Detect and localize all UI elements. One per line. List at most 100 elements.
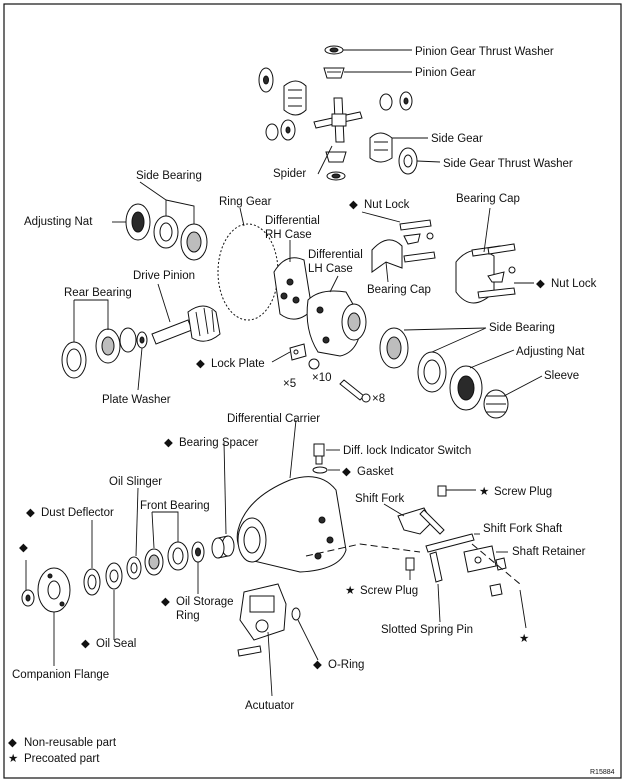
oil-slinger-part <box>126 556 142 580</box>
label-rear-bearing: Rear Bearing <box>64 287 132 299</box>
side-gear-thrust-washer-part <box>398 147 418 175</box>
legend: ◆ Non-reusable part ★ Precoated part <box>8 737 117 765</box>
symbol-precoated-retainer-bolt: ★ <box>519 633 529 645</box>
diagram-frame <box>3 3 622 779</box>
label-actuator: Acutuator <box>245 700 294 712</box>
actuator-bolt-part <box>237 645 262 657</box>
spider-part <box>313 97 363 143</box>
label-oil-seal: Oil Seal <box>96 638 136 650</box>
differential-carrier-part <box>236 476 347 573</box>
symbol-lock-plate: ◆ <box>196 358 206 370</box>
legend-precoated-text: Precoated part <box>24 753 100 765</box>
label-bearing-spacer: Bearing Spacer <box>179 437 258 449</box>
label-plate-washer: Plate Washer <box>102 394 171 406</box>
label-o-ring: O-Ring <box>328 659 364 671</box>
label-screw-plug-top: Screw Plug <box>494 486 552 498</box>
label-nut-lock-top: Nut Lock <box>364 199 410 211</box>
label-drive-pinion: Drive Pinion <box>133 270 195 282</box>
label-qty-x10: ×10 <box>312 372 332 384</box>
side-bearing-left-part <box>153 215 208 261</box>
side-bearing-right-part <box>379 327 447 393</box>
bolt-top-right-part <box>487 243 516 255</box>
symbol-screw-plug-top: ★ <box>479 486 489 498</box>
label-gasket: Gasket <box>357 466 394 478</box>
label-oil-storage-ring-line1: Oil Storage <box>176 596 234 608</box>
gasket-part <box>312 466 328 474</box>
o-ring-part <box>291 607 301 621</box>
label-side-gear: Side Gear <box>431 133 483 145</box>
symbol-gasket: ◆ <box>342 466 352 478</box>
label-diff-lock-switch: Diff. lock Indicator Switch <box>343 445 471 457</box>
shift-fork-shaft-part <box>425 533 475 553</box>
shaft-retainer-part <box>463 545 507 597</box>
screw-plug-top-part <box>437 485 447 497</box>
label-shift-fork-shaft: Shift Fork Shaft <box>483 523 563 535</box>
pinion-small-right-part <box>379 91 413 111</box>
legend-precoated-symbol: ★ <box>8 753 18 765</box>
label-companion-flange: Companion Flange <box>12 669 109 681</box>
differential-lh-case-part <box>306 290 367 357</box>
adjusting-nat-right-part <box>449 365 483 411</box>
label-ring-gear: Ring Gear <box>219 196 272 208</box>
legend-non-reusable-text: Non-reusable part <box>24 737 117 749</box>
label-adjusting-nat-right: Adjusting Nat <box>516 346 585 358</box>
side-gear-right-part <box>369 132 393 163</box>
front-bearing-part <box>144 541 189 576</box>
sleeve-part <box>483 389 509 419</box>
plate-washer-part <box>136 331 148 349</box>
label-bearing-cap-mid: Bearing Cap <box>367 284 431 296</box>
label-nut-lock-right: Nut Lock <box>551 278 597 290</box>
symbol-nut-lock-top: ◆ <box>349 199 359 211</box>
side-gear-left-part <box>283 80 307 116</box>
label-adjusting-nat-left: Adjusting Nat <box>24 216 93 228</box>
label-oil-slinger: Oil Slinger <box>109 476 162 488</box>
flange-nut-part <box>21 589 35 607</box>
symbol-dust-deflector: ◆ <box>26 507 36 519</box>
companion-flange-part <box>37 567 71 613</box>
pinion-thrust-washer-part <box>324 45 344 55</box>
label-shaft-retainer: Shaft Retainer <box>512 546 586 558</box>
label-diff-lh-case-line2: LH Case <box>308 263 353 275</box>
label-side-bearing-left: Side Bearing <box>136 170 202 182</box>
dust-deflector-part <box>83 568 101 596</box>
shift-fork-part <box>397 507 445 535</box>
label-oil-storage-ring-line2: Ring <box>176 610 200 622</box>
label-side-bearing-right: Side Bearing <box>489 322 555 334</box>
screw-plug-bottom-part <box>405 557 415 571</box>
symbol-screw-plug-bottom: ★ <box>345 585 355 597</box>
adjusting-nat-left-part <box>125 203 151 241</box>
symbol-oil-seal: ◆ <box>81 638 91 650</box>
label-bearing-cap-top: Bearing Cap <box>456 193 520 205</box>
symbol-bearing-spacer: ◆ <box>164 437 174 449</box>
diff-lock-switch-part <box>313 443 325 465</box>
shift-shaft-dashed-line <box>305 543 521 585</box>
part-labels: Pinion Gear Thrust Washer Pinion Gear Si… <box>12 46 597 712</box>
oil-storage-ring-part <box>191 541 205 563</box>
symbol-flange-nut: ◆ <box>19 542 29 554</box>
pinion-gear-part <box>323 67 345 79</box>
rear-bearing-part <box>61 327 137 379</box>
symbol-o-ring: ◆ <box>313 659 323 671</box>
figure-id: R15884 <box>590 769 615 776</box>
legend-non-reusable-symbol: ◆ <box>8 737 18 749</box>
bearing-cap-left-part <box>371 219 436 273</box>
label-qty-x5: ×5 <box>283 378 296 390</box>
ring-gear-part <box>217 223 279 321</box>
label-lock-plate: Lock Plate <box>211 358 265 370</box>
oil-seal-part <box>105 562 123 590</box>
actuator-part <box>239 583 287 641</box>
label-shift-fork: Shift Fork <box>355 493 404 505</box>
label-front-bearing: Front Bearing <box>140 500 210 512</box>
label-differential-carrier: Differential Carrier <box>227 413 320 425</box>
label-sleeve: Sleeve <box>544 370 579 382</box>
label-diff-rh-case-line1: Differential <box>265 215 320 227</box>
leader-lines <box>25 49 543 697</box>
pinion-small-left-part <box>265 119 296 141</box>
label-dust-deflector: Dust Deflector <box>41 507 114 519</box>
label-diff-rh-case-line2: RH Case <box>265 229 312 241</box>
label-screw-plug-bottom: Screw Plug <box>360 585 418 597</box>
label-spider: Spider <box>273 168 306 180</box>
drive-pinion-part <box>151 305 221 345</box>
label-pinion-thrust-washer: Pinion Gear Thrust Washer <box>415 46 554 58</box>
